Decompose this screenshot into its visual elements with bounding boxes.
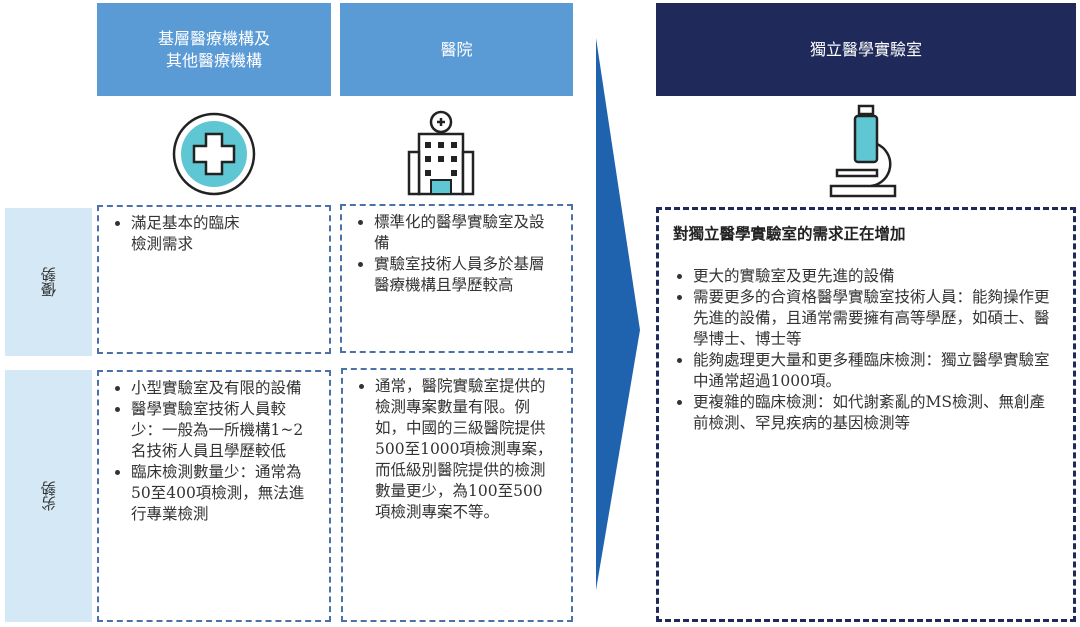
hospital-advantages: 標準化的醫學實驗室及設備實驗室技術人員多於基層醫療機構且學歷較高 <box>340 204 573 353</box>
primary-care-disadvantages: 小型實驗室及有限的設備醫學實驗室技術人員較少：一般為一所機構1~2名技術人員且學… <box>97 370 331 622</box>
hospital-disadvantages: 通常，醫院實驗室提供的檢測專案數量有限。例如，中國的三級醫院提供500至1000… <box>341 368 573 622</box>
list-item: 通常，醫院實驗室提供的檢測專案數量有限。例如，中國的三級醫院提供500至1000… <box>375 376 553 523</box>
microscope-icon <box>829 104 897 198</box>
arrow-chevron <box>596 38 640 590</box>
list-item: 醫學實驗室技術人員較少：一般為一所機構1~2名技術人員且學歷較低 <box>131 399 313 462</box>
disadvantages-label: 劣勢 <box>40 481 58 511</box>
independent-lab-box-title: 對獨立醫學實驗室的需求正在增加 <box>673 225 906 243</box>
medical-cross-icon <box>172 112 256 196</box>
header-independent-lab: 獨立醫學實驗室 <box>656 3 1076 96</box>
independent-lab-box: 對獨立醫學實驗室的需求正在增加 更大的實驗室及更先進的設備 需要更多的合資格醫學… <box>656 207 1076 622</box>
row-label-advantages: 優勢 <box>5 208 92 356</box>
list-item: 臨床檢測數量少：通常為50至400項檢測，無法進行專業檢測 <box>131 462 313 525</box>
list-item: 更複雜的臨床檢測：如代謝紊亂的MS檢測、無創產前檢測、罕見疾病的基因檢測等 <box>693 392 1059 434</box>
list-item: 標準化的醫學實驗室及設備 <box>374 212 552 254</box>
header-hospital: 醫院 <box>340 3 573 96</box>
row-label-disadvantages: 劣勢 <box>5 370 92 622</box>
advantages-label: 優勢 <box>40 267 58 297</box>
hospital-icon <box>407 110 475 196</box>
header-primary-care: 基層醫療機構及 其他醫療機構 <box>97 3 331 96</box>
list-item: 實驗室技術人員多於基層醫療機構且學歷較高 <box>374 254 552 296</box>
list-item: 需要更多的合資格醫學實驗室技術人員：能夠操作更先進的設備，且通常需要擁有高等學歷… <box>693 287 1059 350</box>
list-item: 能夠處理更大量和更多種臨床檢測：獨立醫學實驗室中通常超過1000項。 <box>693 350 1059 392</box>
list-item: 更大的實驗室及更先進的設備 <box>693 266 1059 287</box>
list-item: 滿足基本的臨床檢測需求 <box>131 213 251 255</box>
primary-care-advantages: 滿足基本的臨床檢測需求 <box>97 205 331 354</box>
list-item: 小型實驗室及有限的設備 <box>131 378 313 399</box>
